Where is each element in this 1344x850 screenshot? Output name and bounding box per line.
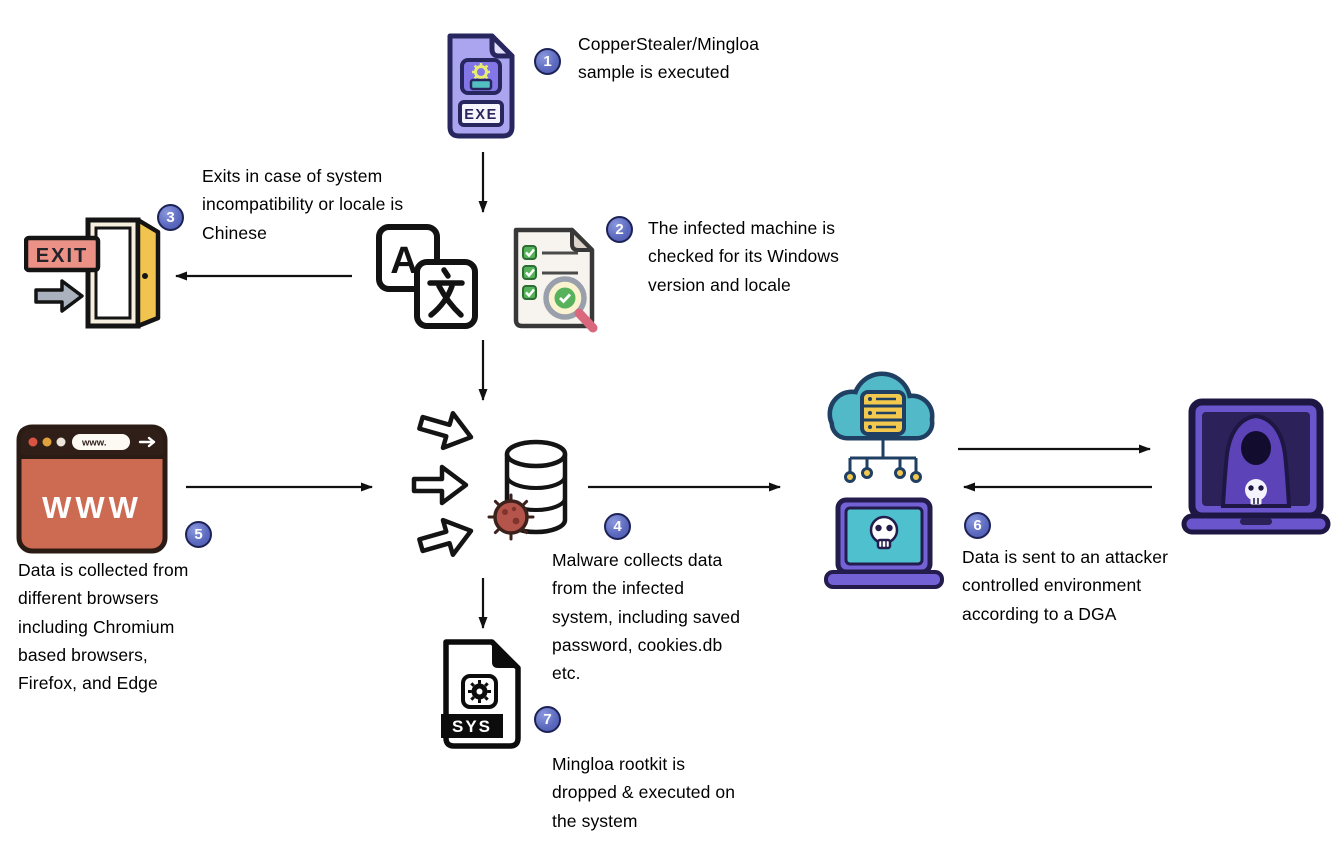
exe-file-icon: EXE	[440, 30, 522, 142]
server-icon	[860, 390, 906, 436]
data-collection-icon	[408, 402, 573, 570]
door-panel	[135, 217, 161, 329]
exe-label: EXE	[464, 107, 498, 123]
exit-door-icon: EXIT	[24, 214, 162, 334]
window-dot-white	[56, 437, 66, 447]
step-text-5: Data is collected from different browser…	[18, 560, 189, 694]
window-dot-yellow	[42, 437, 52, 447]
trackpad	[1240, 518, 1272, 525]
step-text-2: The infected machine is checked for its …	[648, 218, 839, 295]
step-badge-7: 7	[534, 706, 561, 733]
url-bar	[72, 434, 130, 450]
sys-file-icon: SYS	[438, 636, 526, 752]
infected-laptop-icon	[824, 497, 944, 589]
locale-translate-icon: A	[372, 220, 480, 334]
door-knob	[142, 273, 148, 279]
circuit-nodes	[844, 467, 922, 483]
url-text: www.	[81, 438, 106, 449]
letter-a-label: A	[390, 240, 417, 282]
gear-icon	[468, 680, 491, 703]
exit-arrow-icon	[34, 279, 84, 313]
browser-icon: www. WWW	[16, 424, 168, 554]
system-check-icon	[504, 222, 604, 334]
step-text-4: Malware collects data from the infected …	[552, 550, 741, 684]
step-text-1: CopperStealer/Mingloa sample is executed	[578, 34, 760, 83]
step-badge-3: 3	[157, 204, 184, 231]
sys-label: SYS	[452, 717, 492, 736]
magnifier-icon	[543, 276, 598, 333]
inflow-arrows-icon	[411, 410, 474, 558]
circuit-icon	[848, 436, 918, 472]
step-text-6: Data is sent to an attacker controlled e…	[962, 547, 1169, 624]
hooded-face	[1241, 431, 1271, 465]
attacker-cloud-icon	[812, 366, 952, 614]
virus-icon	[487, 493, 535, 541]
step-badge-5: 5	[185, 521, 212, 548]
hacker-icon	[1180, 398, 1332, 548]
chinese-character-icon	[427, 267, 465, 318]
checkbox-list-icon	[522, 245, 578, 300]
www-label: WWW	[42, 490, 142, 525]
step-text-3: Exits in case of system incompatibility …	[202, 166, 404, 243]
step-badge-4: 4	[604, 513, 631, 540]
step-badge-6: 6	[964, 512, 991, 539]
go-arrow-icon	[138, 436, 156, 448]
inbox-tray-icon	[469, 78, 493, 91]
skull-icon	[869, 515, 899, 550]
exit-sign-label: EXIT	[36, 245, 88, 267]
step-badge-2: 2	[606, 216, 633, 243]
step-text-7: Mingloa rootkit is dropped & executed on…	[552, 754, 736, 831]
gear-icon	[472, 63, 490, 80]
window-dot-red	[28, 437, 38, 447]
step-badge-1: 1	[534, 48, 561, 75]
skull-icon	[1245, 479, 1267, 505]
